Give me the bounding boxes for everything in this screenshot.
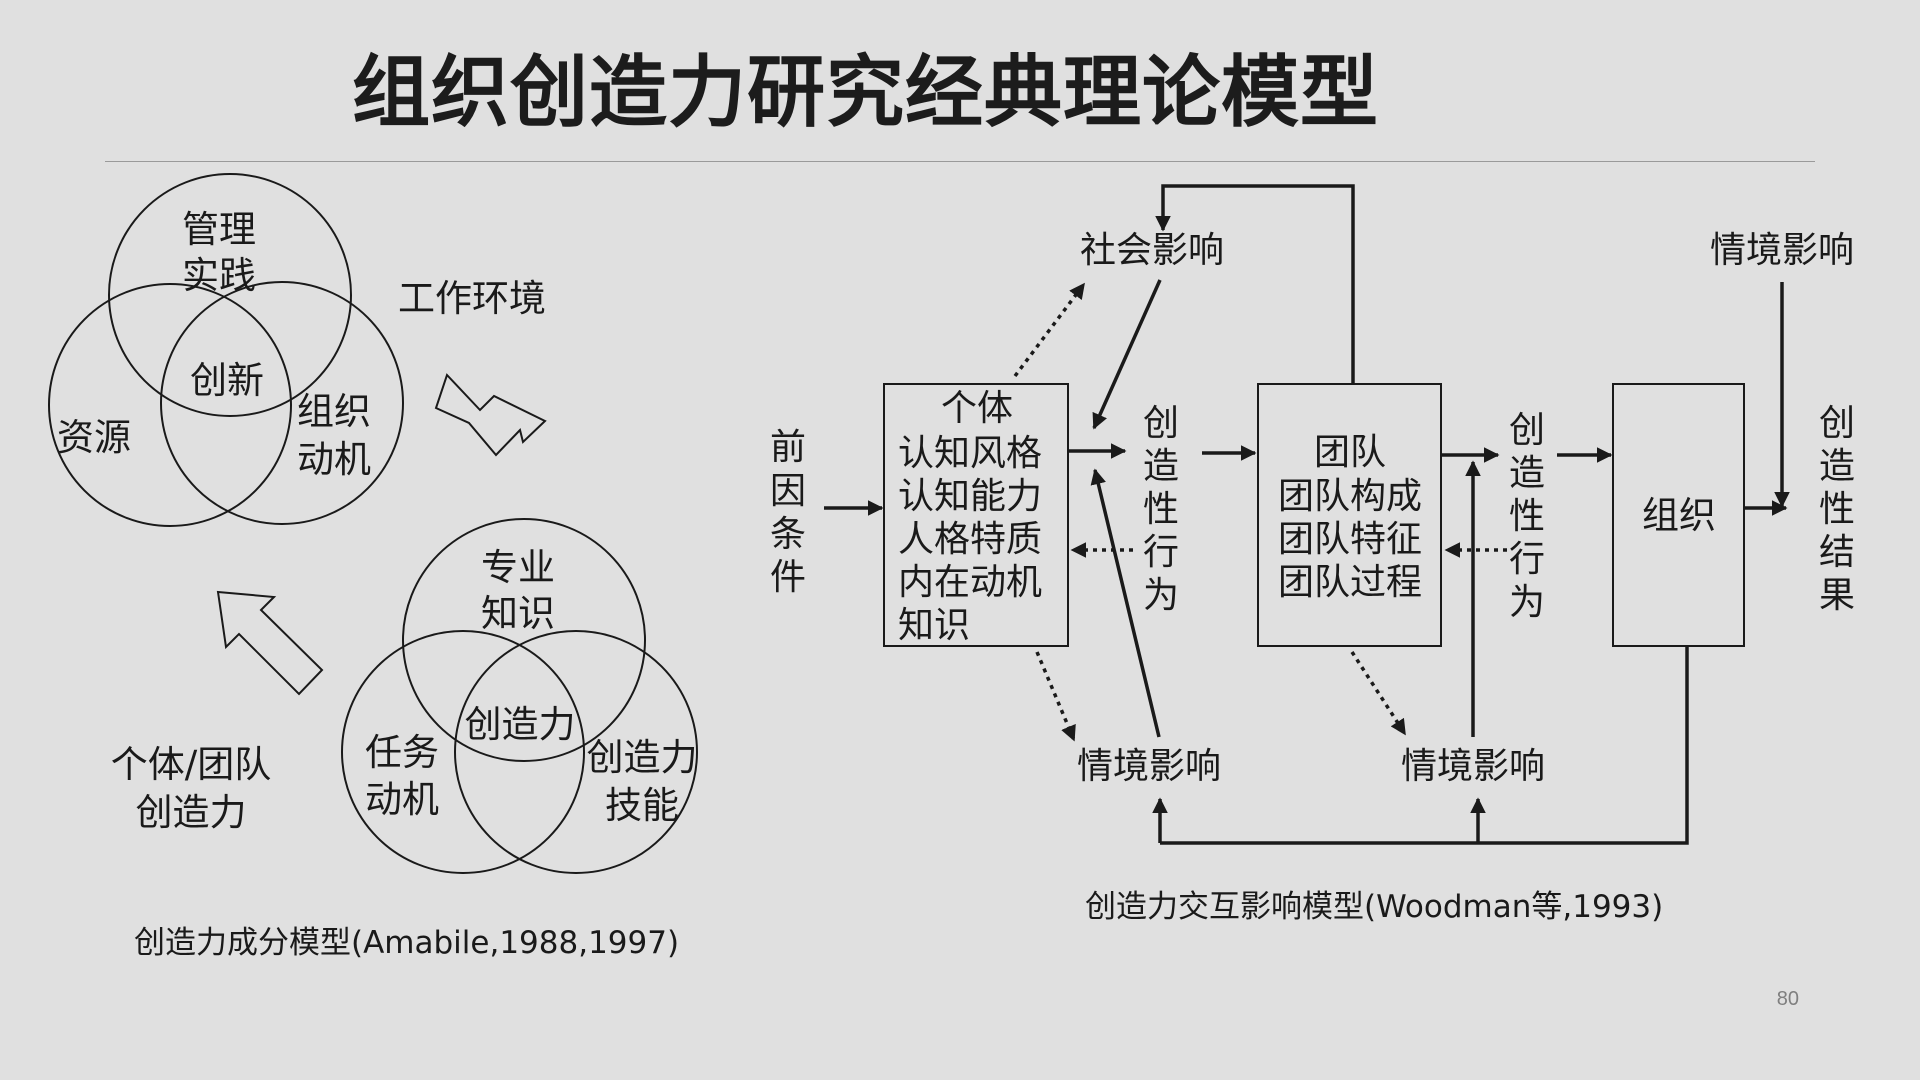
venn-bottom: 专业 知识 任务 动机 创造力 技能 创造力: [341, 518, 698, 874]
situation-to-behavior-arrow: [1090, 468, 1161, 738]
amabile-caption: 创造力成分模型(Amabile,1988,1997): [134, 925, 679, 961]
task-motivation-label-line2: 动机: [365, 778, 439, 821]
creative-outcome-char: 性: [1819, 489, 1855, 530]
innovation-label: 创新: [190, 359, 264, 402]
creative-outcome-char: 造: [1819, 446, 1855, 487]
antecedents-char: 件: [770, 557, 806, 598]
team-box-line: 团队特征: [1278, 519, 1422, 560]
antecedents-label: 前 因 条 件: [770, 427, 806, 598]
individual-box-line: 个体: [941, 388, 1013, 429]
creative-outcome-char: 创: [1819, 403, 1855, 444]
social-to-individual-arrow: [1092, 279, 1162, 430]
individual-box-line: 认知风格: [898, 433, 1042, 474]
work-environment-label: 工作环境: [398, 277, 546, 320]
team-box-line: 团队: [1314, 432, 1386, 473]
creative-behavior-2-char: 为: [1509, 582, 1545, 623]
creative-behavior-2-char: 造: [1509, 453, 1545, 494]
individual-box: [883, 383, 1069, 647]
situational-influence-1-label: 情境影响: [1077, 746, 1221, 787]
creative-behavior-1-label: 创 造 性 行 为: [1143, 403, 1179, 616]
woodman-caption: 创造力交互影响模型(Woodman等,1993): [1085, 889, 1663, 925]
org-motivation-label-line1: 组织: [297, 390, 371, 433]
creative-behavior-2-label: 创 造 性 行 为: [1509, 410, 1545, 623]
situational-influence-top-label: 情境影响: [1710, 230, 1854, 271]
antecedents-char: 前: [770, 427, 806, 468]
org-box-label: 组织: [1642, 494, 1716, 537]
team-to-situation-dotted-arrow: [1350, 651, 1407, 736]
antecedents-char: 因: [770, 471, 806, 512]
expertise-label-line2: 知识: [481, 592, 555, 635]
title-divider: [105, 161, 1815, 162]
management-label-line2: 实践: [182, 254, 256, 297]
creative-behavior-2-char: 行: [1509, 539, 1545, 580]
org-box: [1612, 383, 1745, 647]
creative-behavior-1-char: 创: [1143, 403, 1179, 444]
org-motivation-label-line2: 动机: [297, 438, 371, 481]
management-label-line1: 管理: [182, 208, 256, 251]
woodman-model: 前 因 条 件 个体 认知风格 认知能力 人格特质 内在动机 知识 社会影响 创…: [770, 184, 1855, 925]
slide-title: 组织创造力研究经典理论模型: [352, 48, 1380, 138]
venn-circle-creative-skills: [454, 630, 698, 874]
creative-behavior-1-char: 造: [1143, 446, 1179, 487]
creative-behavior-1-char: 性: [1143, 489, 1179, 530]
situational-influence-2-label: 情境影响: [1401, 746, 1545, 787]
creative-behavior-1-char: 行: [1143, 532, 1179, 573]
social-influence-label: 社会影响: [1080, 230, 1224, 271]
antecedents-char: 条: [770, 514, 806, 555]
arrow-up-left-icon: [216, 590, 324, 696]
venn-circle-resources: [48, 283, 292, 527]
individual-box-line: 人格特质: [898, 519, 1042, 560]
creative-behavior-2-char: 性: [1509, 496, 1545, 537]
individual-team-label-line1: 个体/团队: [111, 743, 271, 786]
venn-circle-motivation: [160, 281, 404, 525]
creative-outcome-label: 创 造 性 结 果: [1819, 403, 1855, 616]
amabile-model: 管理 实践 资源 组织 动机 创新 工作环境 专业 知识 任务 动机 创造力 技…: [48, 173, 698, 961]
individual-box-line: 知识: [898, 605, 970, 646]
team-box: [1257, 383, 1442, 647]
arrow-down-right-icon: [434, 373, 547, 457]
individual-box-line: 内在动机: [898, 562, 1042, 603]
venn-circle-task-motivation: [341, 630, 585, 874]
creative-behavior-1-char: 为: [1143, 575, 1179, 616]
creativity-center-label: 创造力: [465, 703, 576, 746]
team-to-social-feedback-arrow: [1155, 184, 1355, 384]
individual-to-situation-dotted-arrow: [1035, 651, 1076, 742]
creative-outcome-char: 果: [1819, 575, 1855, 616]
resources-label: 资源: [57, 416, 131, 459]
team-box-line: 团队构成: [1278, 476, 1422, 517]
individual-team-label-line2: 创造力: [136, 791, 247, 834]
org-to-situation-feedback-line: [1160, 646, 1689, 845]
creative-skills-label-line2: 技能: [605, 784, 679, 827]
team-box-line: 团队过程: [1278, 562, 1422, 603]
task-motivation-label-line1: 任务: [365, 731, 439, 774]
page-number: 80: [1776, 988, 1799, 1010]
venn-top: 管理 实践 资源 组织 动机 创新: [48, 173, 404, 527]
venn-circle-management: [108, 173, 352, 417]
expertise-label-line1: 专业: [481, 546, 555, 589]
creative-outcome-char: 结: [1819, 532, 1855, 573]
venn-circle-expertise: [402, 518, 646, 762]
creative-skills-label-line1: 创造力: [587, 736, 698, 779]
individual-to-social-dotted-arrow: [1013, 282, 1086, 378]
creative-behavior-2-char: 创: [1509, 410, 1545, 451]
individual-box-line: 认知能力: [898, 476, 1042, 517]
